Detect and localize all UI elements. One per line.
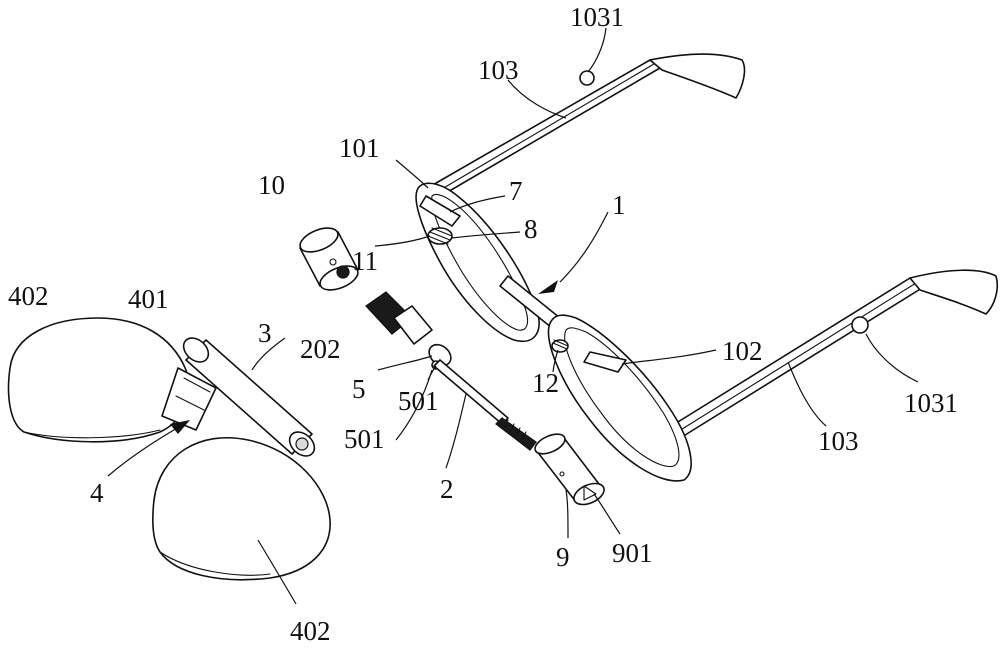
label-12: 12 [532,368,559,398]
label-402-lower: 402 [290,616,331,646]
arrowhead-1 [538,280,558,294]
label-1: 1 [612,190,626,220]
label-3: 3 [258,318,272,348]
reference-labels: 1031 103 101 7 8 10 11 1 402 401 3 202 1… [8,2,958,646]
label-1031-upper: 1031 [570,2,624,32]
label-401: 401 [128,284,169,314]
label-102: 102 [722,336,763,366]
label-103-upper: 103 [478,55,519,85]
label-202: 202 [300,334,341,364]
label-501-right: 501 [398,386,439,416]
label-7: 7 [509,176,523,206]
label-10: 10 [258,170,285,200]
label-5: 5 [352,374,366,404]
spring-12 [552,340,568,352]
label-9: 9 [556,542,570,572]
label-402-upper: 402 [8,281,49,311]
label-8: 8 [524,214,538,244]
label-11: 11 [352,246,378,276]
label-4: 4 [90,478,104,508]
label-103-lower: 103 [818,426,859,456]
clip-on-assembly [9,318,331,580]
label-501-left: 501 [344,424,385,454]
label-901: 901 [612,538,653,568]
label-101: 101 [339,133,380,163]
spring-8 [428,228,452,244]
label-2: 2 [440,474,454,504]
label-1031-lower: 1031 [904,388,958,418]
